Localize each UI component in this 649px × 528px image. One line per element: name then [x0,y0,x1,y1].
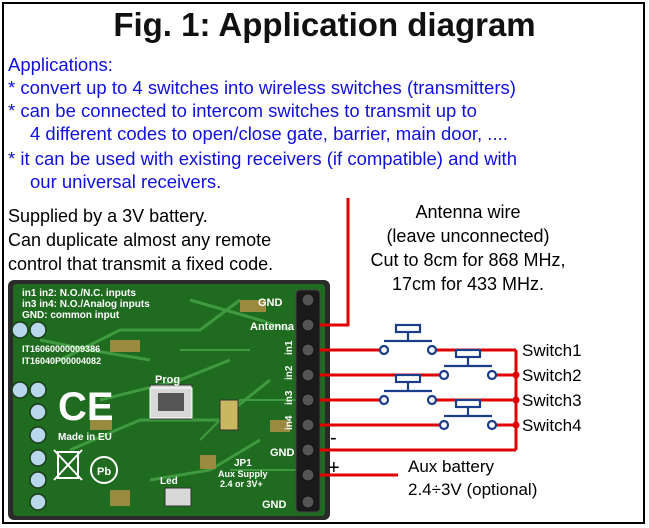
pcb-jp1: JP1 [234,458,252,469]
switch3-symbol [378,373,438,406]
pcb-inputs-line-3: GND: common input [22,310,120,321]
applications-heading: Applications: [8,54,113,75]
pcb-pin-in3: in3 [284,390,295,405]
application-line-3: 4 different codes to open/close gate, ba… [30,123,508,144]
pcb-pin-in4: in4 [284,415,295,430]
aux-minus-sign: - [330,427,337,449]
antenna-note-line-1: Antenna wire [415,202,521,222]
antenna-note-line-2: (leave unconnected) [386,226,550,246]
aux-plus-sign: + [328,457,340,479]
pcb-serial-1: IT16060000009386 [22,344,100,354]
switch3-label: Switch3 [522,391,582,410]
pcb-antenna-label: Antenna [250,321,295,333]
supply-note-line-1: Supplied by a 3V battery. [8,206,208,226]
pcb-board [8,280,330,520]
switch2-label: Switch2 [522,366,582,385]
pcb-prog-label: Prog [155,374,180,386]
application-line-2: * can be connected to intercom switches … [8,100,477,121]
pcb-serial-2: IT16040P00004082 [22,356,101,366]
figure-frame [2,2,645,524]
pcb-gnd-top: GND [258,297,283,309]
switch-wires [320,348,518,477]
supply-note-line-2: Can duplicate almost any remote [8,230,272,250]
pcb-pin-in1: in1 [284,340,295,355]
application-line-5: our universal receivers. [30,171,222,192]
pcb-gnd-mid: GND [270,447,295,459]
switch4-label: Switch4 [522,416,582,435]
pcb-inputs-line-1: in1 in2: N.O./N.C. inputs [22,288,136,299]
switch2-symbol [438,348,498,381]
pcb-led-label: Led [160,476,178,487]
aux-battery-label: Aux battery [408,457,494,476]
antenna-note-line-3: Cut to 8cm for 868 MHz, [370,250,566,270]
pcb-pin-in2: in2 [284,365,295,380]
antenna-note-line-4: 17cm for 433 MHz. [391,274,545,294]
pcb-aux-voltage: 2.4 or 3V+ [220,479,263,489]
pcb-gnd-bottom: GND [262,499,287,511]
figure-title: Fig. 1: Application diagram [113,6,536,43]
pcb-made-in: Made in EU [58,432,112,443]
switch4-symbol [438,398,498,431]
application-line-4: * it can be used with existing receivers… [8,148,517,169]
pcb-inputs-line-2: in3 in4: N.O./Analog inputs [22,299,150,310]
aux-battery-voltage: 2.4÷3V (optional) [408,480,537,499]
pb-symbol: Pb [97,466,111,478]
switch1-label: Switch1 [522,341,582,360]
application-line-1: * convert up to 4 switches into wireless… [8,77,516,98]
ce-mark: CE [58,385,114,429]
antenna-wire [320,198,350,327]
switch1-symbol [378,323,438,356]
supply-note-line-3: control that transmit a fixed code. [8,254,274,274]
pcb-aux-supply: Aux Supply [218,469,268,479]
